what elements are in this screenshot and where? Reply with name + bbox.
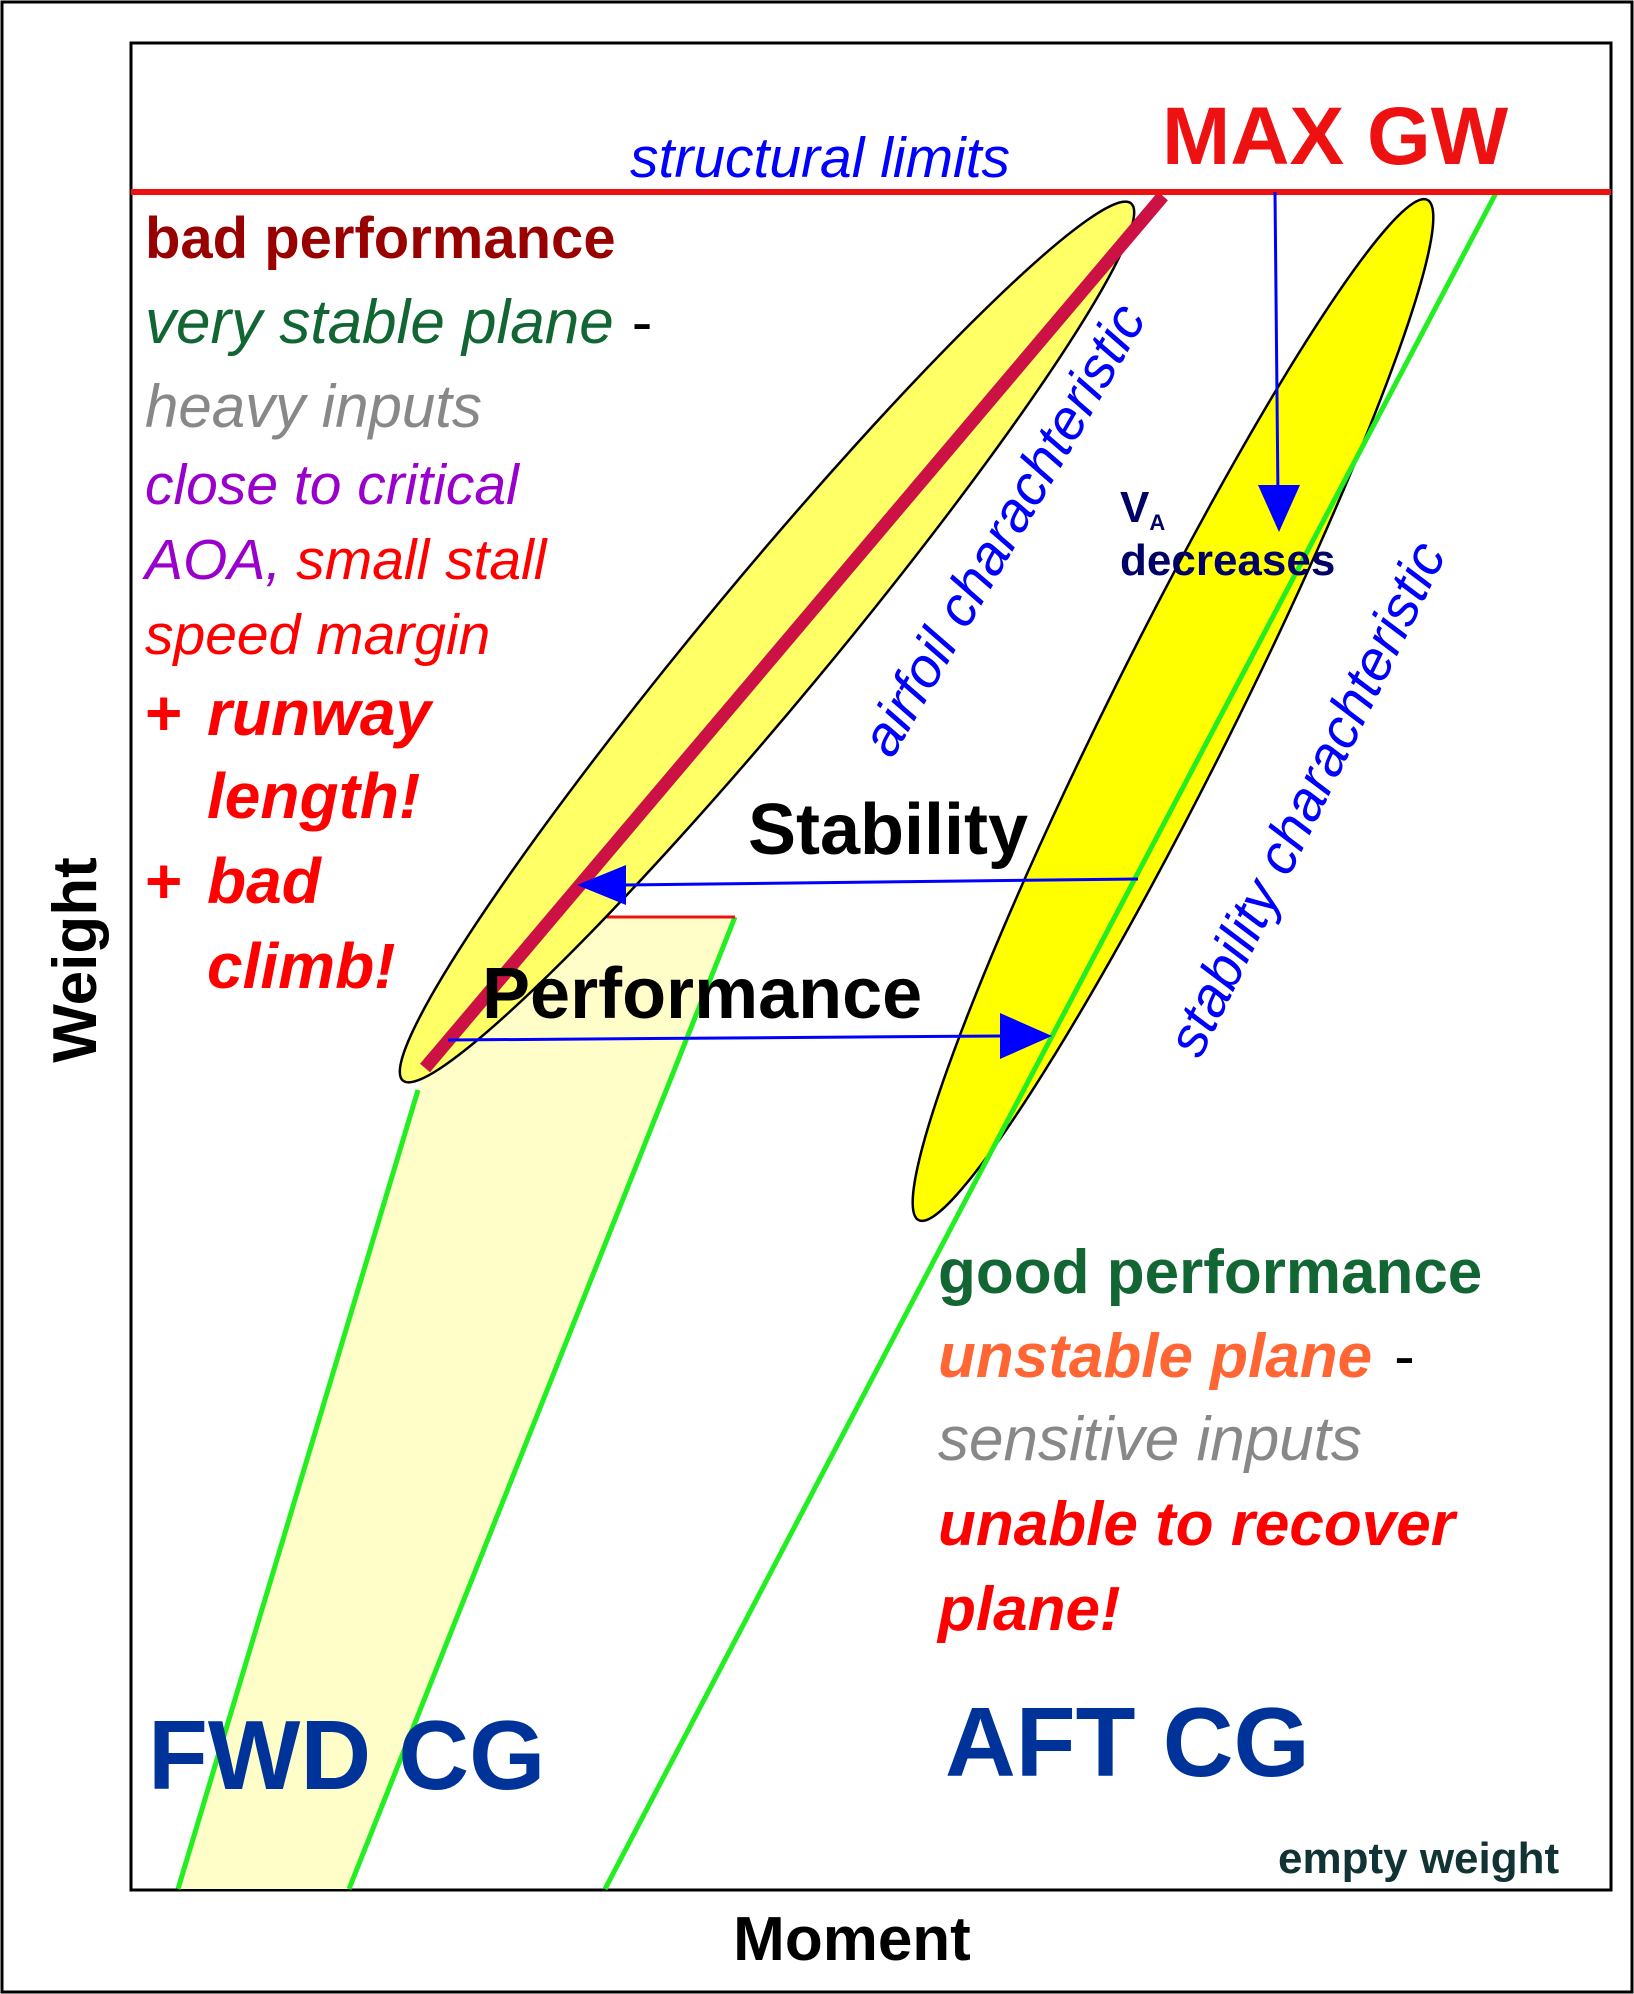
speed-margin-label: speed margin <box>145 603 490 667</box>
unstable-plane-dash: - <box>1394 1322 1415 1391</box>
fwd-cg-green-line-left <box>175 1089 421 1890</box>
runway-label: runway <box>207 677 434 749</box>
va-decreases-label: decreases <box>1120 536 1335 585</box>
performance-arrow <box>447 1034 1001 1042</box>
structural-limits-label: structural limits <box>630 126 1010 190</box>
va-subscript: A <box>1149 510 1165 535</box>
airfoil-ellipse <box>398 200 1136 1084</box>
length-label: length! <box>207 760 420 832</box>
aoa-line: AOA,small stall <box>142 528 548 592</box>
aft-cg-green-line <box>602 1224 955 1891</box>
va-arrowhead <box>1258 485 1300 532</box>
x-axis-label: Moment <box>733 1905 971 1974</box>
va-decreases-arrow <box>1273 191 1280 499</box>
plus-runway-plus: + <box>145 677 182 749</box>
airfoil-line <box>420 191 1168 1073</box>
aft-cg-label: AFT CG <box>945 1687 1310 1797</box>
va-v: V <box>1120 483 1150 532</box>
very-stable-plane-text: very stable plane <box>145 288 614 357</box>
fwd-cg-label: FWD CG <box>148 1700 545 1810</box>
close-to-critical-label: close to critical <box>145 453 520 517</box>
y-axis-label: Weight <box>41 857 110 1063</box>
bad-performance-label: bad performance <box>145 206 616 271</box>
unstable-plane-text: unstable plane <box>938 1322 1372 1391</box>
very-stable-dash: - <box>632 288 653 357</box>
unstable-plane-line: unstable plane- <box>938 1322 1415 1391</box>
climb-label: climb! <box>207 930 395 1002</box>
very-stable-plane-label: very stable plane- <box>145 288 652 357</box>
performance-arrowhead <box>1000 1013 1052 1059</box>
fwd-cg-green-line-right <box>346 916 738 1890</box>
stability-label: Stability <box>748 790 1028 870</box>
stability-line <box>949 191 1499 1228</box>
empty-weight-label: empty weight <box>1278 1834 1559 1883</box>
va-label: VA <box>1120 483 1165 535</box>
heavy-inputs-label: heavy inputs <box>145 373 482 440</box>
max-gw-label: MAX GW <box>1162 91 1509 182</box>
plus-bad-plus: + <box>145 845 182 917</box>
unable-to-recover-label: unable to recover <box>938 1490 1458 1559</box>
bad-label: bad <box>207 845 323 917</box>
small-stall-text: small stall <box>296 528 548 592</box>
sensitive-inputs-label: sensitive inputs <box>938 1405 1362 1474</box>
stability-arrowhead <box>577 865 626 905</box>
stability-arrow <box>619 877 1139 887</box>
performance-label: Performance <box>482 954 922 1034</box>
aoa-text: AOA, <box>142 528 281 592</box>
good-performance-label: good performance <box>938 1238 1482 1307</box>
plane-label: plane! <box>936 1575 1121 1644</box>
stability-ellipse <box>911 197 1435 1223</box>
fwd-cg-band <box>178 917 735 1889</box>
